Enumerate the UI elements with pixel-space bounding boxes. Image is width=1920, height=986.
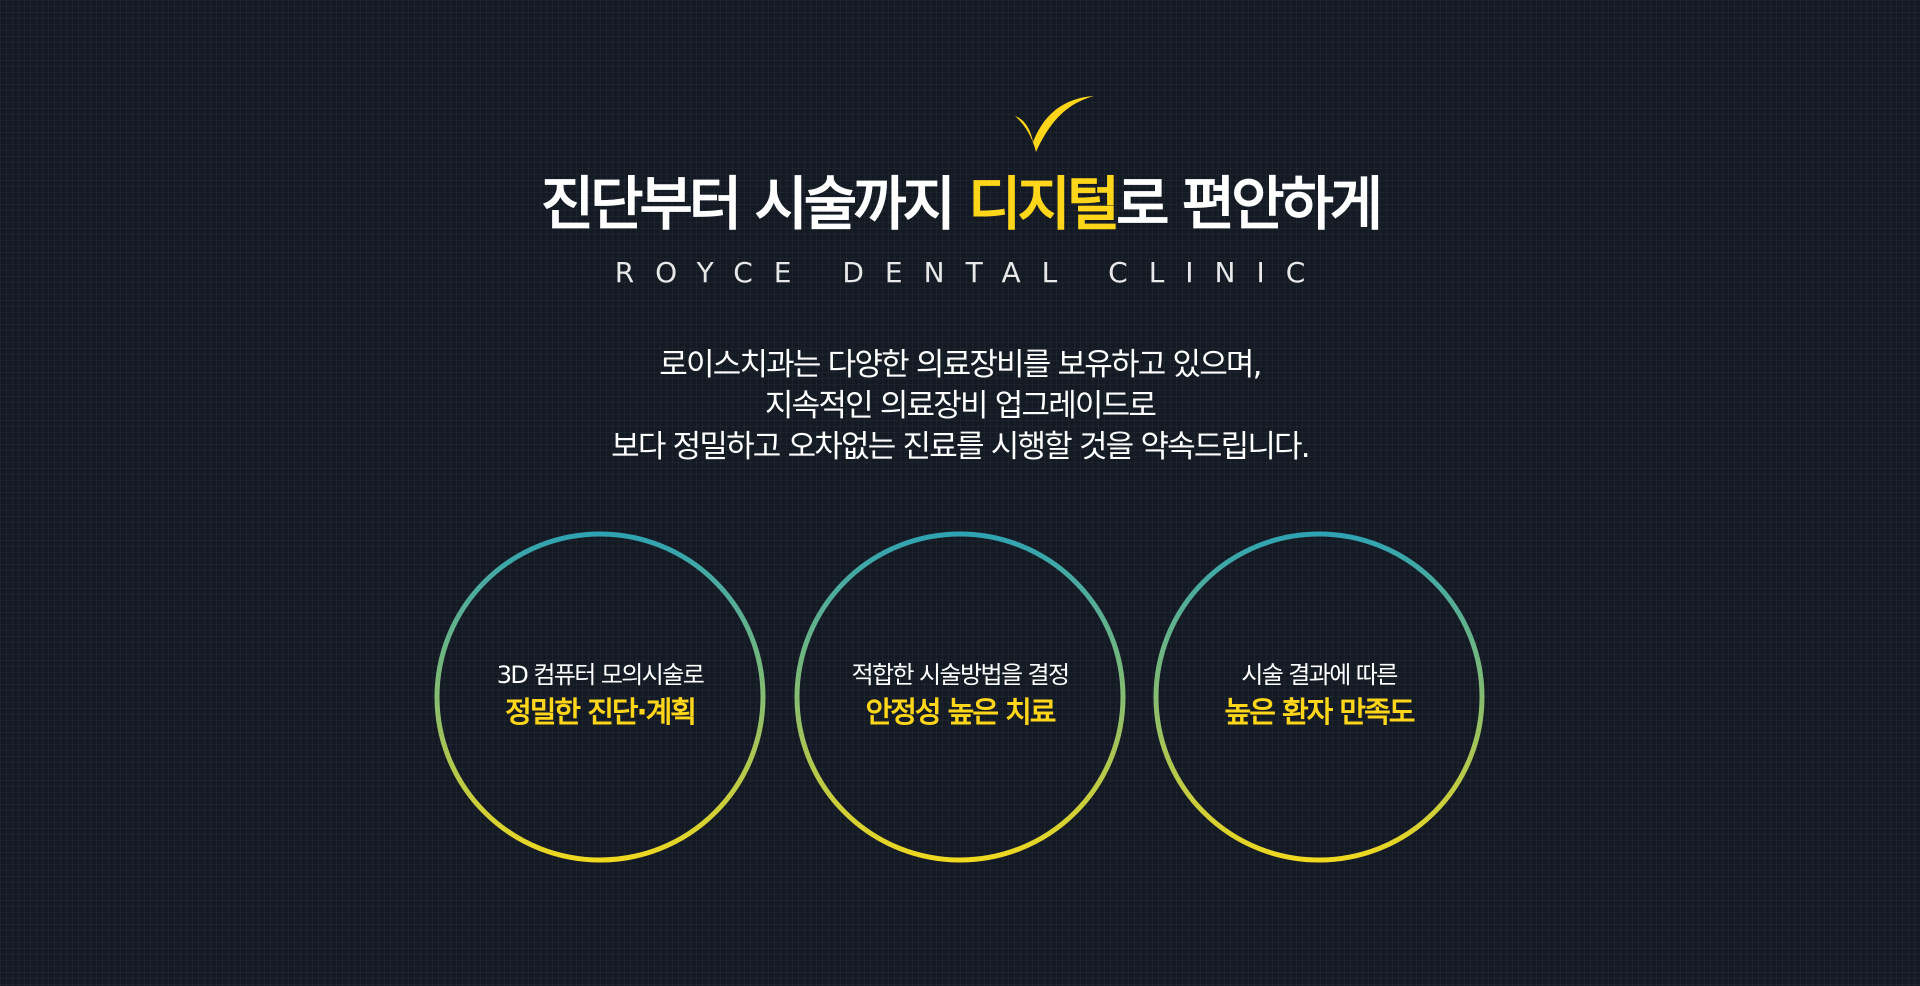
ring-shape xyxy=(434,531,766,863)
intro-line: 보다 정밀하고 오차없는 진료를 시행할 것을 약속드립니다. xyxy=(611,429,1310,465)
ring-shape xyxy=(1153,531,1485,863)
feature-circles: 3D 컴퓨터 모의시술로 정밀한 진단·계획 적합한 시술방법을 결정 안정성 … xyxy=(0,530,1920,870)
feature-text: 시술 결과에 따른 높은 환자 만족도 xyxy=(1152,658,1486,732)
feature-circle-treatment: 적합한 시술방법을 결정 안정성 높은 치료 xyxy=(793,530,1127,864)
headline-part1: 진단부터 시술까지 xyxy=(540,170,969,238)
feature-caption: 시술 결과에 따른 xyxy=(1241,661,1398,689)
page-title: 진단부터 시술까지 디지털로 편안하게 xyxy=(0,164,1920,244)
feature-highlight: 안정성 높은 치료 xyxy=(865,695,1057,729)
feature-caption: 3D 컴퓨터 모의시술로 xyxy=(496,661,705,689)
clinic-subtitle: ROYCE DENTAL CLINIC xyxy=(614,256,1327,289)
intro-line: 지속적인 의료장비 업그레이드로 xyxy=(764,388,1157,424)
feature-circle-diagnosis: 3D 컴퓨터 모의시술로 정밀한 진단·계획 xyxy=(433,530,767,864)
feature-highlight: 정밀한 진단·계획 xyxy=(505,695,697,729)
checkmark-icon xyxy=(1015,96,1094,152)
feature-caption: 적합한 시술방법을 결정 xyxy=(851,661,1070,689)
feature-text: 3D 컴퓨터 모의시술로 정밀한 진단·계획 xyxy=(433,658,767,732)
headline-part2: 로 편안하게 xyxy=(1116,170,1383,238)
feature-text: 적합한 시술방법을 결정 안정성 높은 치료 xyxy=(793,658,1127,732)
intro-line: 로이스치과는 다양한 의료장비를 보유하고 있으며, xyxy=(659,347,1262,383)
ring-shape xyxy=(794,531,1126,863)
feature-circle-satisfaction: 시술 결과에 따른 높은 환자 만족도 xyxy=(1152,530,1486,864)
headline-accent: 디지털 xyxy=(968,170,1120,238)
feature-highlight: 높은 환자 만족도 xyxy=(1224,695,1416,729)
intro-paragraph: 로이스치과는 다양한 의료장비를 보유하고 있으며, 지속적인 의료장비 업그레… xyxy=(0,345,1920,468)
